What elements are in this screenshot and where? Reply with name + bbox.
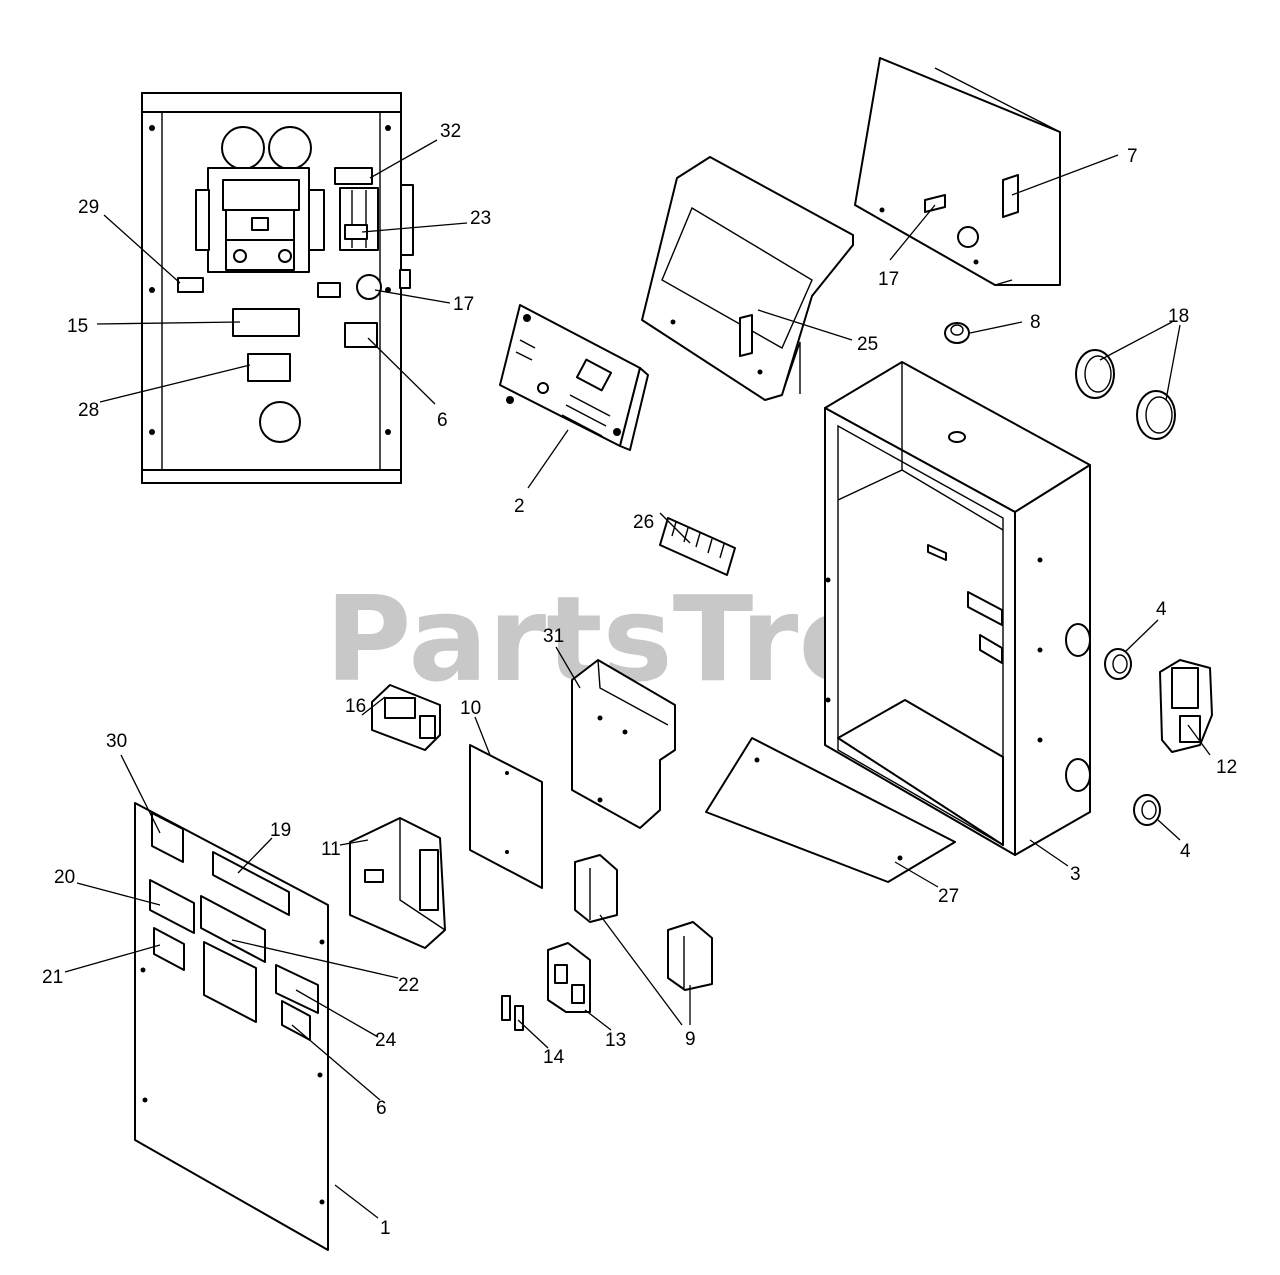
callout-18: 18: [1168, 306, 1189, 327]
callout-2: 2: [514, 496, 525, 517]
callout-6-top: 6: [437, 410, 448, 431]
callout-19: 19: [270, 820, 291, 841]
callout-4-bottom: 4: [1180, 841, 1191, 862]
callout-26: 26: [633, 512, 654, 533]
part-18-grommets: [1075, 349, 1176, 440]
part-8-bushing: [944, 322, 970, 344]
part-1-door-panel: [134, 802, 329, 1251]
callout-9: 9: [685, 1029, 696, 1050]
part-10-insulator-sheet: [469, 744, 543, 889]
callout-28: 28: [78, 400, 99, 421]
part-3-enclosure: [824, 361, 1091, 856]
callout-7: 7: [1127, 146, 1138, 167]
callout-4-top: 4: [1156, 599, 1167, 620]
part-31-mounting-bracket: [571, 659, 676, 829]
callout-31: 31: [543, 626, 564, 647]
part-25-bracket-panel: [641, 156, 854, 401]
callout-14: 14: [543, 1047, 565, 1068]
callout-10: 10: [460, 698, 481, 719]
callout-30: 30: [106, 731, 127, 752]
callout-12: 12: [1216, 757, 1237, 778]
callout-16: 16: [345, 696, 366, 717]
leader-lines: [64, 139, 1211, 1219]
part-12-relay: [1159, 659, 1213, 753]
part-13-fuse-holder: [547, 942, 591, 1013]
callout-17-right: 17: [878, 269, 899, 290]
part-14-fuses: [501, 995, 524, 1031]
callout-8: 8: [1030, 312, 1041, 333]
callout-17-left: 17: [453, 294, 474, 315]
part-11-switch-module: [349, 817, 446, 949]
callout-29: 29: [78, 197, 99, 218]
callout-3: 3: [1070, 864, 1081, 885]
callout-15: 15: [67, 316, 88, 337]
part-2-controller-board: [499, 304, 649, 451]
part-7-top-cover: [854, 57, 1061, 286]
callout-20: 20: [54, 867, 75, 888]
callout-23: 23: [470, 208, 491, 229]
part-4-bushings: [1104, 648, 1161, 826]
callout-25: 25: [857, 334, 878, 355]
callout-32: 32: [440, 121, 461, 142]
part-16-contactor-module: [371, 684, 441, 751]
callout-1: 1: [380, 1218, 391, 1239]
callout-22: 22: [398, 975, 419, 996]
part-26-terminal-connector: [659, 517, 736, 576]
callout-11: 11: [321, 839, 341, 860]
callout-21: 21: [42, 967, 63, 988]
part-27-bottom-plate: [705, 737, 956, 883]
callout-24: 24: [375, 1030, 397, 1051]
callout-13: 13: [605, 1030, 626, 1051]
callout-6-bottom: 6: [376, 1098, 387, 1119]
callout-labels: 32 23 29 17 15 6 28 7 17 8 25 18 2 26 4 …: [42, 121, 1237, 1239]
part-9-terminal-blocks: [574, 854, 713, 991]
callout-27: 27: [938, 886, 959, 907]
assembled-transfer-switch: [141, 92, 414, 484]
